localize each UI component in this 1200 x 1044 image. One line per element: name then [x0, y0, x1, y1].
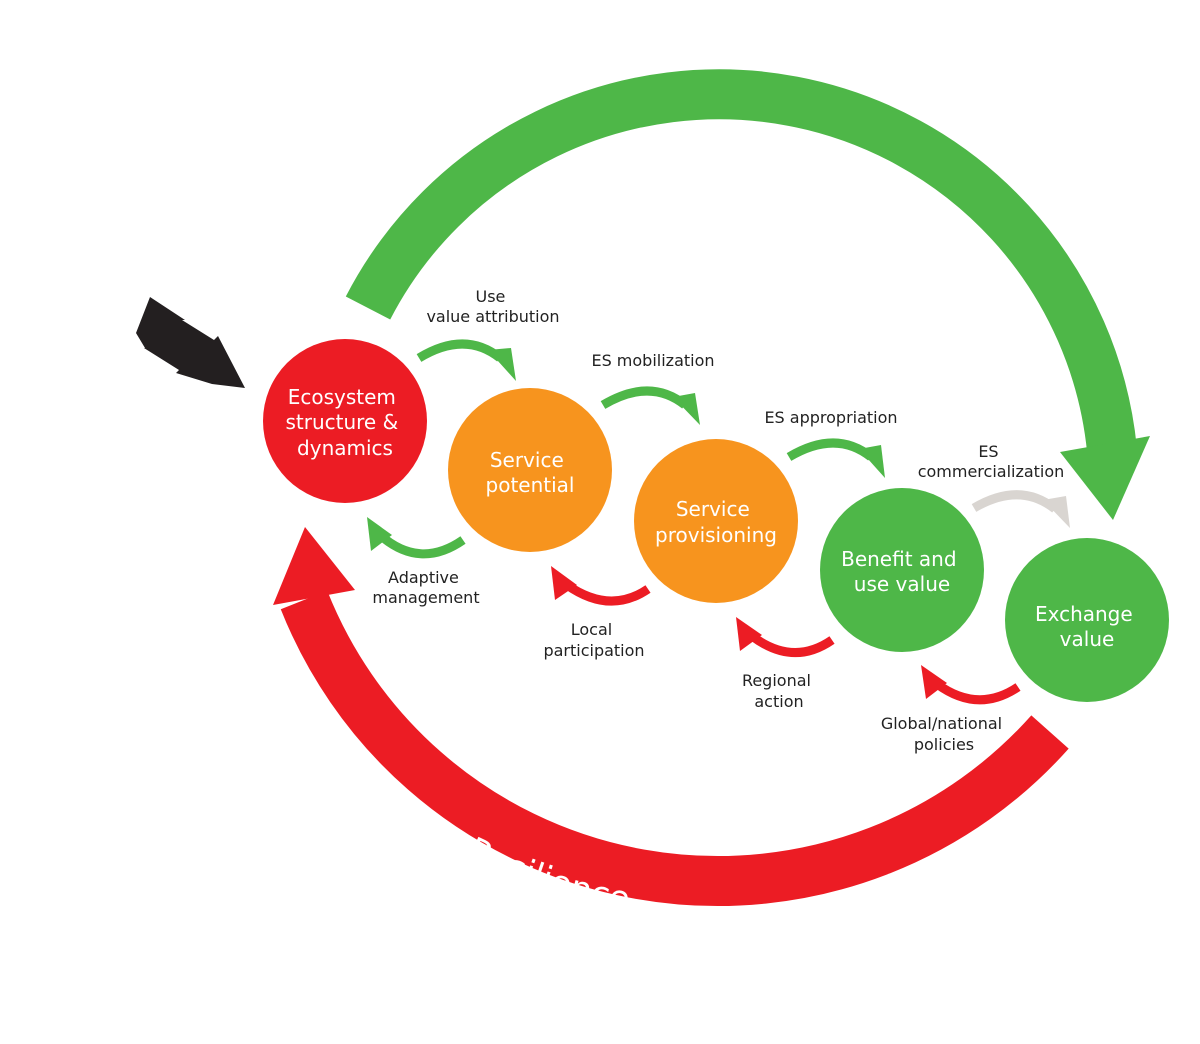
- node-service-potential: Service potential: [448, 388, 612, 552]
- resilience-arrowhead: [273, 527, 355, 605]
- node-exchange-value: Exchange value: [1005, 538, 1169, 702]
- resilience-arc-body: [280, 590, 1069, 906]
- label-es-commercialization: ES commercialization: [918, 442, 1065, 481]
- label-global-national-policies: Global/national policies: [881, 714, 1007, 754]
- label-use-value-attribution: Use value attribution: [426, 287, 559, 326]
- valorisation-arc-body: [345, 69, 1137, 453]
- forward-arrow-es-commercialization: [971, 490, 1070, 528]
- svg-text:Exchange value: Exchange value: [1035, 602, 1139, 651]
- valorisation-arrowhead: [1060, 436, 1150, 520]
- svg-text:Service potential: Service potential: [486, 448, 575, 497]
- label-local-participation: Local participation: [543, 620, 644, 660]
- svg-text:Service provisioning: Service provisioning: [655, 497, 777, 547]
- label-regional-action: Regional action: [742, 671, 816, 711]
- feedback-arrow-adaptive-management: [367, 517, 466, 559]
- feedback-arrow-global-national-policies: [921, 665, 1021, 705]
- lightning-bolt-icon: [136, 297, 245, 388]
- feedback-arrow-regional-action: [736, 617, 835, 657]
- forward-arrow-es-appropriation: [786, 438, 885, 478]
- node-service-provisioning: Service provisioning: [634, 439, 798, 603]
- valorisation-label: Valorisation: [670, 160, 877, 216]
- svg-text:Ecosystem structure &: Ecosystem structure & dynamics: [285, 385, 404, 460]
- forward-arrow-es-mobilization: [600, 386, 700, 425]
- feedback-arrow-local-participation: [551, 566, 651, 606]
- node-benefit-and-use-value: Benefit and use value: [820, 488, 984, 652]
- label-es-mobilization: ES mobilization: [591, 351, 714, 370]
- label-es-appropriation: ES appropriation: [764, 408, 897, 427]
- node-ecosystem-structure-dynamics: Ecosystem structure & dynamics: [263, 339, 427, 503]
- label-adaptive-management: Adaptive management: [372, 568, 479, 607]
- forward-arrow-use-value-attribution: [416, 339, 516, 381]
- svg-text:Benefit and use value: Benefit and use value: [841, 547, 963, 596]
